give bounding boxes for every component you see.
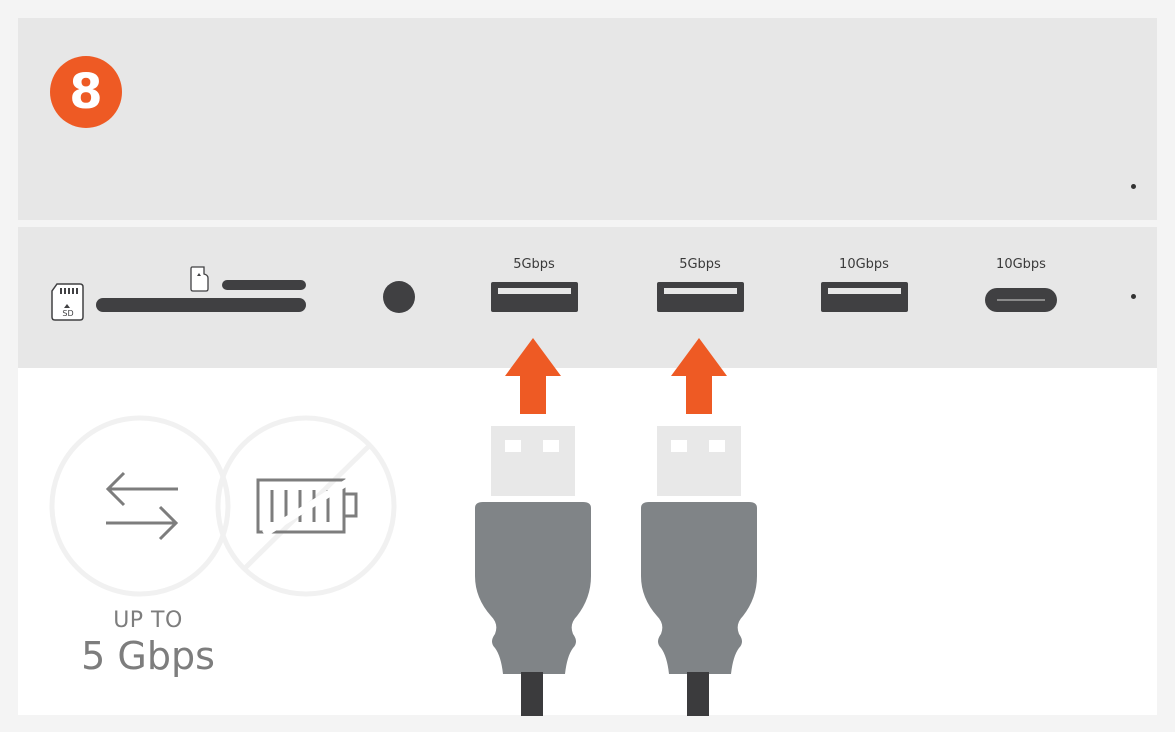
bidirectional-arrows-icon <box>105 471 179 541</box>
step-number-badge: 8 <box>50 56 122 128</box>
hub-ports-panel <box>18 227 1157 368</box>
sd-card-icon: SD <box>51 283 84 321</box>
hub-top-panel <box>18 18 1157 220</box>
speed-prefix-label: UP TO <box>113 608 183 633</box>
speed-value-label: 5 Gbps <box>81 634 215 678</box>
microsd-card-icon <box>190 266 209 292</box>
sd-card-slot <box>96 298 306 312</box>
usb-a-cable-1 <box>475 426 591 716</box>
port-4-speed-label: 10Gbps <box>996 257 1046 272</box>
usb-a-port-1 <box>491 282 578 312</box>
microsd-slot <box>222 280 306 290</box>
indicator-dot-ports <box>1131 294 1136 299</box>
audio-jack <box>383 281 415 313</box>
port-2-speed-label: 5Gbps <box>679 257 721 272</box>
usb-a-cable-2 <box>641 426 757 716</box>
insert-arrow-icon-1 <box>505 338 561 414</box>
usb-a-port-2 <box>657 282 744 312</box>
usb-c-port <box>985 288 1057 312</box>
port-1-speed-label: 5Gbps <box>513 257 555 272</box>
sd-card-label: SD <box>62 309 73 318</box>
port-3-speed-label: 10Gbps <box>839 257 889 272</box>
insert-arrow-icon-2 <box>671 338 727 414</box>
indicator-dot-top <box>1131 184 1136 189</box>
battery-crossed-out-icon <box>256 476 358 536</box>
usb-a-port-3 <box>821 282 908 312</box>
